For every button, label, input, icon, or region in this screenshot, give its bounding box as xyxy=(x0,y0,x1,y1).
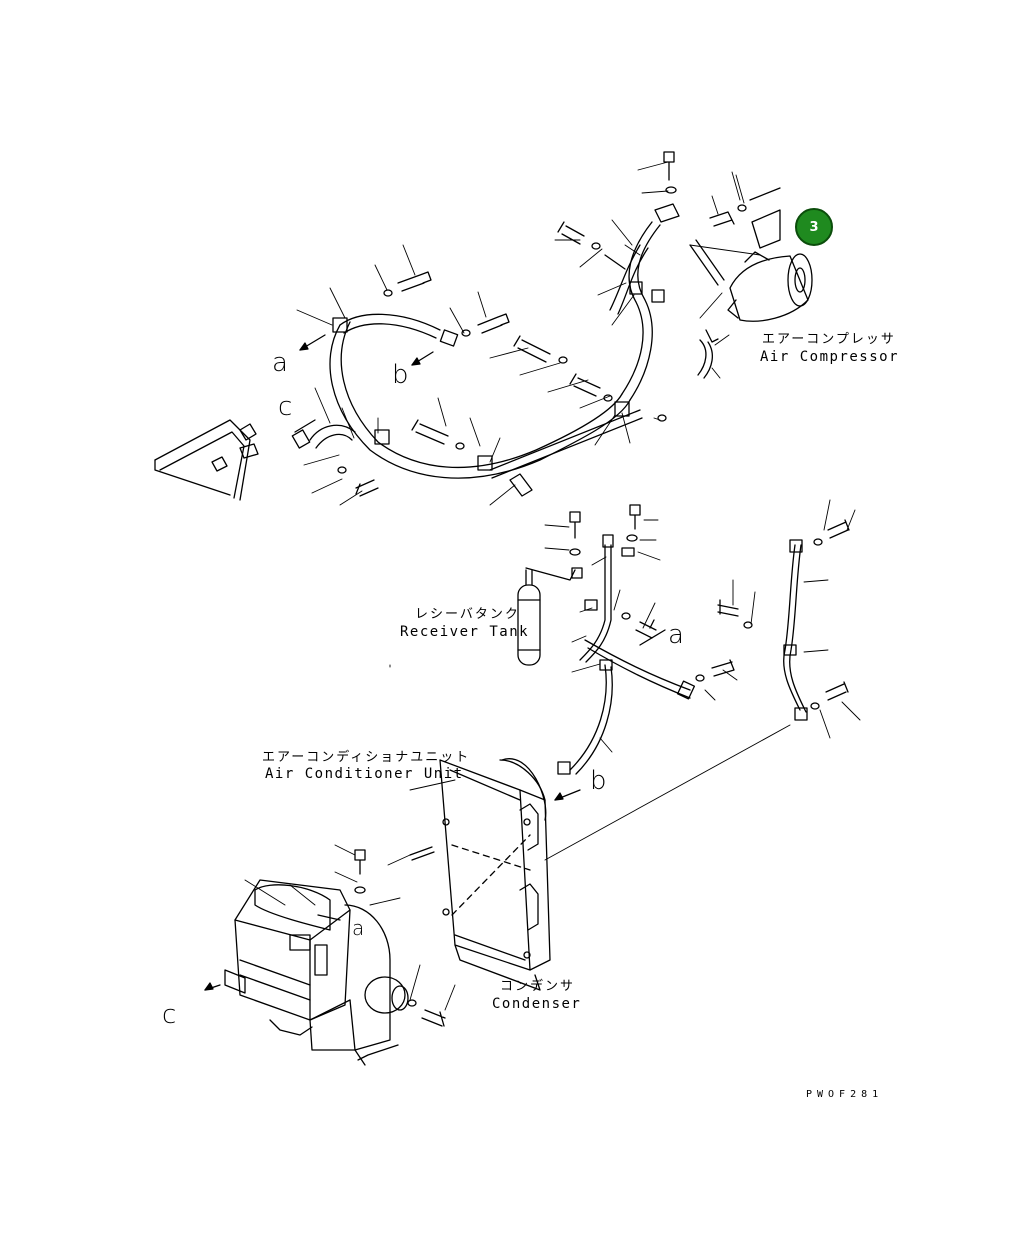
receiver-label-jp: レシーバタンク xyxy=(415,607,520,622)
connector-label-c-top: c xyxy=(278,392,293,422)
part-callout-number: 3 xyxy=(809,219,819,235)
condenser-label-jp: コンデンサ xyxy=(500,979,576,994)
air-compressor xyxy=(697,209,813,379)
air-conditioner-unit xyxy=(224,849,446,1066)
pipe-tube-assembly-left xyxy=(154,419,259,501)
compressor-label-en: Air Compressor xyxy=(760,349,900,365)
leader-lines-upper xyxy=(296,161,761,506)
connector-arrows-upper xyxy=(294,334,434,433)
ac-unit-label-en: Air Conditioner Unit xyxy=(265,766,464,782)
connector-arrows-middle xyxy=(554,629,666,801)
compressor-label-jp: エアーコンプレッサ xyxy=(762,332,896,347)
part-callout-3[interactable]: 3 xyxy=(795,208,833,246)
drawing-code: PWOF281 xyxy=(806,1089,884,1100)
bolts-middle xyxy=(569,504,850,710)
connector-label-b-mid: b xyxy=(590,766,607,796)
ac-unit-label-jp: エアーコンディショナユニット xyxy=(262,750,471,765)
receiver-label-en: Receiver Tank xyxy=(400,624,530,640)
connector-arrows-unit xyxy=(204,914,341,991)
receiver-tank xyxy=(517,567,576,666)
leader-lines-middle xyxy=(409,499,861,791)
connector-label-c-bottom: c xyxy=(162,1000,177,1030)
condenser xyxy=(387,724,791,991)
bolts-upper xyxy=(337,151,781,497)
connector-label-a-mid: a xyxy=(668,620,684,650)
connector-label-a-top: a xyxy=(272,348,288,378)
middle-hoses xyxy=(557,534,808,775)
connector-label-b-top: b xyxy=(392,360,409,390)
leader-lines-unit xyxy=(244,844,456,1011)
condenser-label-en: Condenser xyxy=(492,996,582,1012)
connector-label-a-unit: a xyxy=(352,916,365,940)
upper-hose-assembly xyxy=(291,203,680,497)
